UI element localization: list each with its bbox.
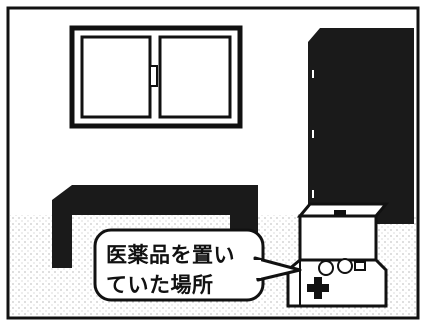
frame-border (6, 6, 420, 320)
callout-text-line-2: ていた場所 (106, 273, 214, 297)
medical-cross-icon (307, 277, 329, 299)
callout-bubble (93, 228, 302, 302)
cabinet-icon (308, 28, 414, 224)
medicine-box-icon (286, 202, 390, 308)
window-icon (69, 25, 243, 129)
callout-text-line-1: 医薬品を置い (106, 243, 235, 267)
